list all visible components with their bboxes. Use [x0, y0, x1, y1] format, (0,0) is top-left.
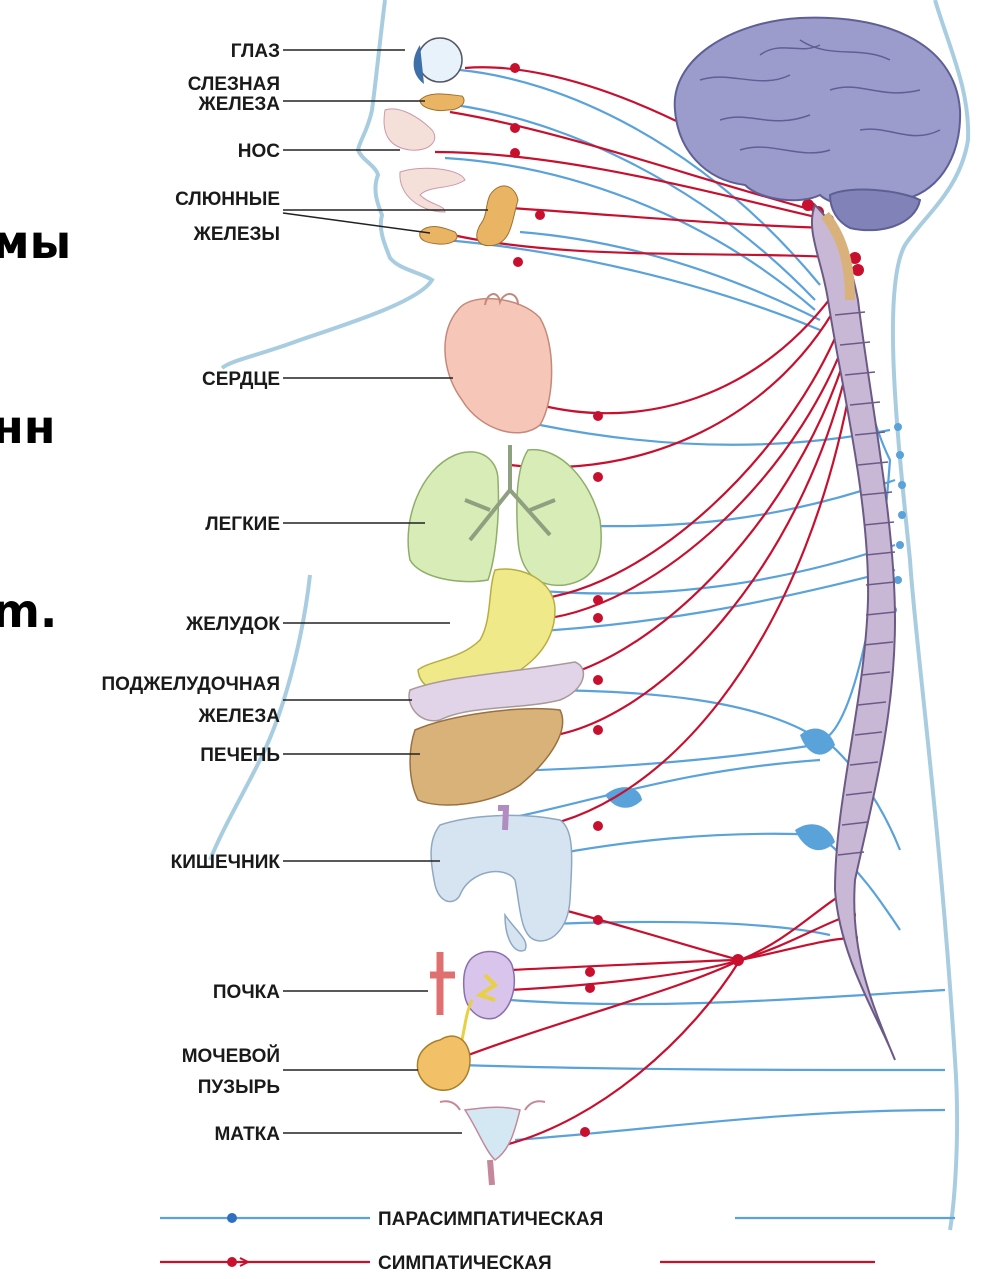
label-salivary-line1: СЛЮННЫЕ — [175, 189, 280, 210]
lacrimal-gland-organ — [420, 94, 464, 111]
legend-sympathetic: СИМПАТИЧЕСКАЯ — [160, 1253, 875, 1274]
legend-parasympathetic-dot-icon — [227, 1213, 237, 1223]
label-stomach: ЖЕЛУДОК — [185, 614, 280, 635]
uterus-organ — [440, 1101, 545, 1185]
label-uterus: МАТКА — [214, 1124, 280, 1145]
salivary-glands-organ — [420, 186, 518, 246]
cut-text-1: мы — [0, 215, 71, 269]
label-heart: СЕРДЦЕ — [202, 369, 280, 390]
eye-organ — [414, 38, 462, 84]
brain — [675, 18, 960, 231]
legend-sympathetic-dot-icon — [227, 1257, 237, 1267]
intestine-organ — [431, 808, 572, 951]
legend: ПАРАСИМПАТИЧЕСКАЯ СИМПАТИЧЕСКАЯ — [160, 1209, 955, 1274]
cut-text-3: m. — [0, 584, 57, 638]
label-bladder-line1: МОЧЕВОЙ — [182, 1045, 280, 1067]
legend-sympathetic-label: СИМПАТИЧЕСКАЯ — [378, 1253, 552, 1274]
spinal-cord — [812, 205, 895, 1060]
organ-labels: ГЛАЗ СЛЕЗНАЯ ЖЕЛЕЗА НОС СЛЮННЫЕ ЖЕЛЕЗЫ С… — [101, 41, 280, 1145]
label-pancreas-line2: ЖЕЛЕЗА — [198, 706, 281, 727]
label-leader-lines — [283, 50, 488, 1133]
label-bladder-line2: ПУЗЫРЬ — [198, 1077, 280, 1098]
cut-off-text: мы нн m. — [0, 215, 71, 638]
nose-organ — [384, 109, 465, 212]
kidney-organ — [430, 952, 514, 1048]
cut-text-2: нн — [0, 400, 56, 454]
label-lacrimal-line1: СЛЕЗНАЯ — [188, 74, 280, 95]
liver-organ — [410, 709, 563, 805]
label-nose: НОС — [238, 141, 281, 162]
bladder-organ — [417, 1036, 470, 1090]
legend-parasympathetic: ПАРАСИМПАТИЧЕСКАЯ — [160, 1209, 955, 1230]
label-eye: ГЛАЗ — [231, 41, 280, 62]
label-lacrimal-line2: ЖЕЛЕЗА — [198, 94, 281, 115]
label-pancreas-line1: ПОДЖЕЛУДОЧНАЯ — [101, 674, 280, 695]
label-kidney: ПОЧКА — [213, 982, 280, 1003]
legend-parasympathetic-label: ПАРАСИМПАТИЧЕСКАЯ — [378, 1209, 603, 1230]
label-intestine: КИШЕЧНИК — [171, 852, 281, 873]
heart-organ — [445, 294, 552, 433]
label-lungs: ЛЕГКИЕ — [205, 514, 280, 535]
label-salivary-line2: ЖЕЛЕЗЫ — [193, 224, 280, 245]
label-liver: ПЕЧЕНЬ — [200, 745, 280, 766]
